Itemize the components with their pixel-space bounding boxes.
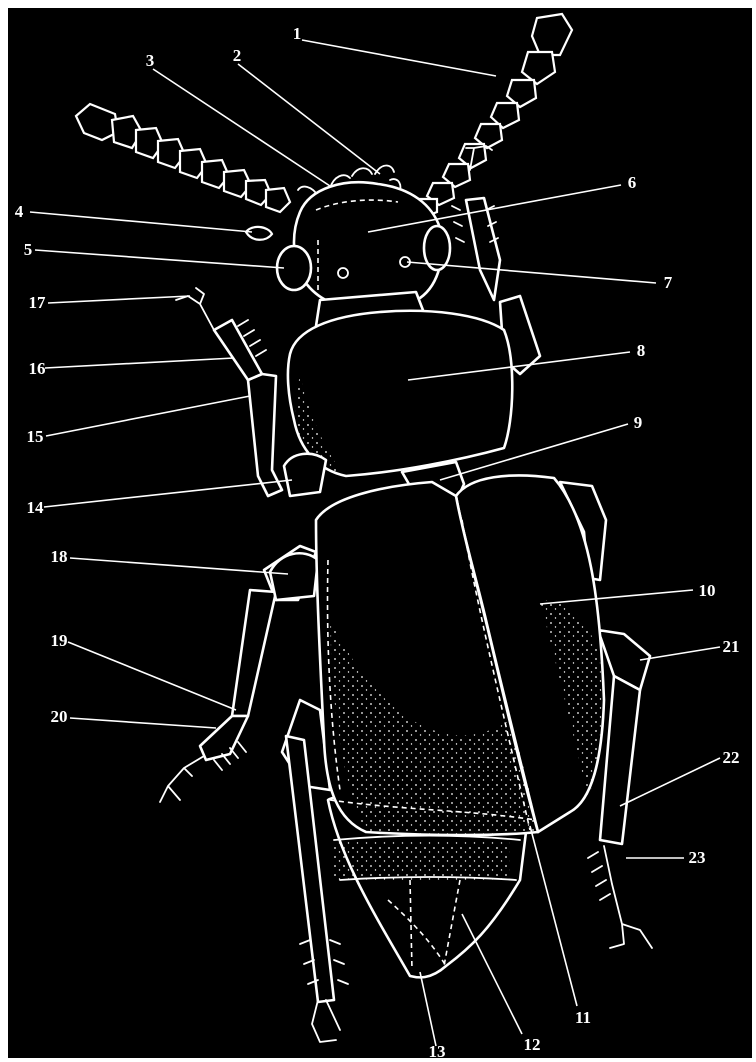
label-4: 4 xyxy=(15,202,24,221)
label-2: 2 xyxy=(233,46,242,65)
label-11: 11 xyxy=(575,1008,591,1027)
label-23: 23 xyxy=(689,848,706,867)
elytra xyxy=(316,475,604,835)
left-mid-coxa xyxy=(270,553,318,600)
label-3: 3 xyxy=(146,51,155,70)
fore-coxa xyxy=(284,454,326,496)
label-20: 20 xyxy=(51,707,68,726)
label-10: 10 xyxy=(699,581,716,600)
label-1: 1 xyxy=(293,24,302,43)
label-19: 19 xyxy=(51,631,68,650)
label-13: 13 xyxy=(429,1042,446,1061)
pronotum xyxy=(288,311,512,476)
left-palp xyxy=(246,227,272,240)
label-6: 6 xyxy=(628,173,637,192)
label-17: 17 xyxy=(29,293,47,312)
label-14: 14 xyxy=(27,498,45,517)
label-5: 5 xyxy=(24,240,33,259)
label-16: 16 xyxy=(29,359,46,378)
label-22: 22 xyxy=(723,748,740,767)
label-8: 8 xyxy=(637,341,646,360)
label-18: 18 xyxy=(51,547,68,566)
label-21: 21 xyxy=(723,637,740,656)
label-9: 9 xyxy=(634,413,643,432)
label-7: 7 xyxy=(664,273,673,292)
label-15: 15 xyxy=(27,427,44,446)
label-12: 12 xyxy=(524,1035,541,1054)
